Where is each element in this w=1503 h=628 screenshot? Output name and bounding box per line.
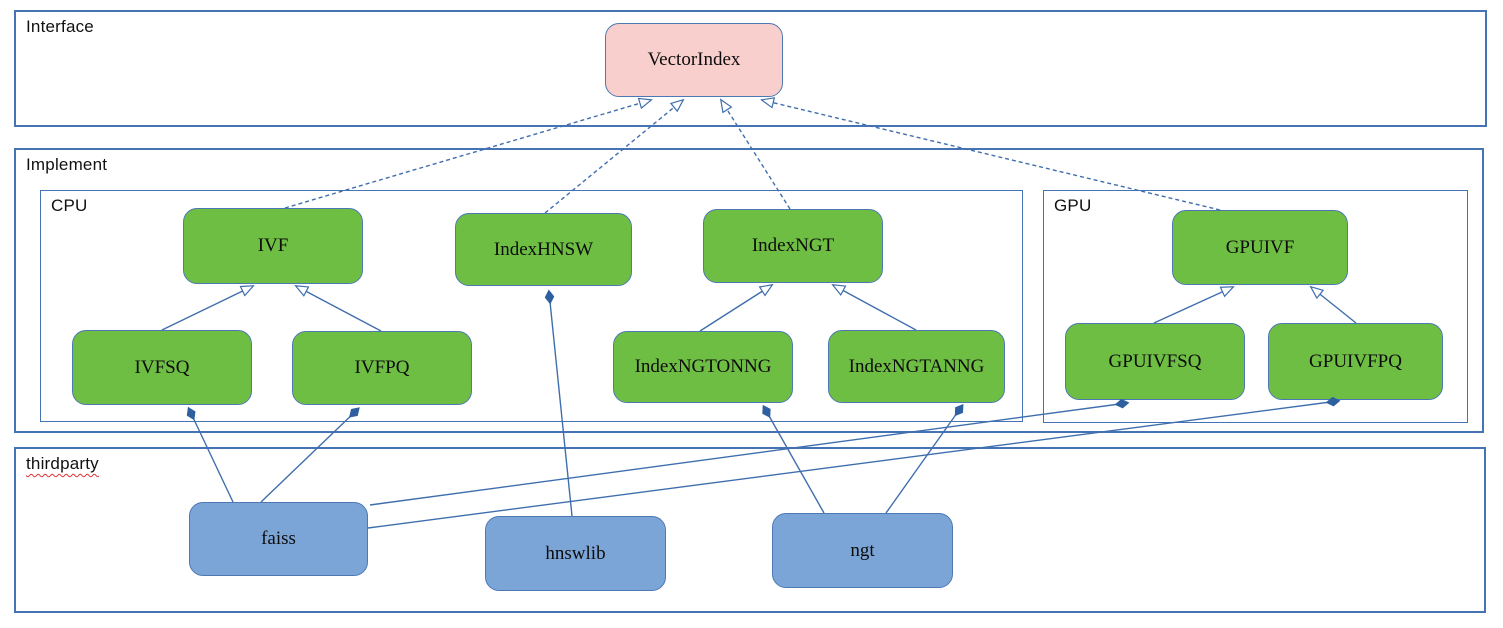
node-gpuivfpq[interactable]: GPUIVFPQ xyxy=(1268,323,1443,400)
container-gpu-label: GPU xyxy=(1054,196,1092,215)
node-gpuivfsq-label: GPUIVFSQ xyxy=(1108,350,1202,372)
node-indexngtonng-label: IndexNGTONNG xyxy=(634,356,772,377)
node-ivf[interactable]: IVF xyxy=(183,208,363,284)
node-indexhnsw-label: IndexHNSW xyxy=(493,238,594,260)
node-indexngt[interactable]: IndexNGT xyxy=(703,209,883,283)
container-interface-label: Interface xyxy=(26,17,94,36)
node-faiss-label: faiss xyxy=(261,528,296,549)
container-cpu-label: CPU xyxy=(51,196,88,215)
node-vectorindex-label: VectorIndex xyxy=(647,49,741,70)
node-hnswlib[interactable]: hnswlib xyxy=(485,516,666,591)
node-indexngtanng[interactable]: IndexNGTANNG xyxy=(828,330,1005,403)
node-indexngtanng-label: IndexNGTANNG xyxy=(848,355,985,377)
node-ivfsq[interactable]: IVFSQ xyxy=(72,330,252,405)
node-ivfpq-label: IVFPQ xyxy=(354,357,410,378)
node-faiss[interactable]: faiss xyxy=(189,502,368,576)
container-implement-label: Implement xyxy=(26,155,108,174)
node-gpuivf[interactable]: GPUIVF xyxy=(1172,210,1348,285)
node-indexngt-label: IndexNGT xyxy=(751,235,835,256)
node-ngt[interactable]: ngt xyxy=(772,513,953,588)
node-hnswlib-label: hnswlib xyxy=(545,542,606,564)
node-gpuivf-label: GPUIVF xyxy=(1225,236,1295,258)
container-thirdparty-label: thirdparty xyxy=(26,454,99,473)
node-ivfsq-label: IVFSQ xyxy=(134,356,190,378)
node-vectorindex[interactable]: VectorIndex xyxy=(605,23,783,97)
node-gpuivfpq-label: GPUIVFPQ xyxy=(1309,350,1402,372)
node-gpuivfsq[interactable]: GPUIVFSQ xyxy=(1065,323,1245,400)
node-ivfpq[interactable]: IVFPQ xyxy=(292,331,472,405)
node-ngt-label: ngt xyxy=(850,539,875,561)
node-ivf-label: IVF xyxy=(257,235,289,256)
node-indexhnsw[interactable]: IndexHNSW xyxy=(455,213,632,286)
node-indexngtonng[interactable]: IndexNGTONNG xyxy=(613,331,793,403)
